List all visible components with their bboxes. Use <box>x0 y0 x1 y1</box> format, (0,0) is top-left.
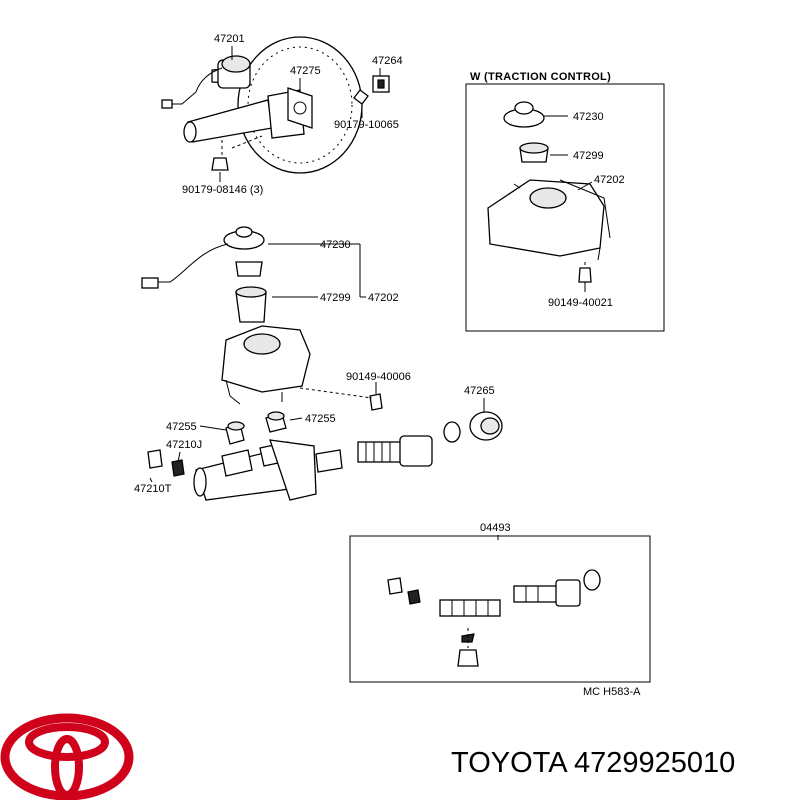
label-47265: 47265 <box>464 385 495 397</box>
label-47264: 47264 <box>372 55 403 67</box>
label-90179-10065: 90179-10065 <box>334 119 399 131</box>
kit-title: 04493 <box>480 522 511 534</box>
kit-bolt <box>387 577 403 595</box>
gasket-47275 <box>287 87 313 129</box>
kit-code: MC H583-A <box>583 686 641 698</box>
sensor-connector <box>141 277 159 289</box>
label-47299: 47299 <box>320 292 351 304</box>
kit-piston-1 <box>439 599 501 617</box>
primary-piston <box>357 435 433 467</box>
label-47202: 47202 <box>368 292 399 304</box>
label-47230: 47230 <box>320 239 351 251</box>
washer-47210J <box>171 459 185 477</box>
label-47210T: 47210T <box>134 483 172 495</box>
label-90149-40006: 90149-40006 <box>346 371 411 383</box>
toyota-logo <box>0 713 134 800</box>
inset-label-47230: 47230 <box>573 111 604 123</box>
kit-valve <box>457 649 479 667</box>
inset-label-90149-40021: 90149-40021 <box>548 297 613 309</box>
label-47255-left: 47255 <box>166 421 197 433</box>
kit-snap-ring <box>583 569 601 591</box>
kit-piston-2 <box>513 579 581 607</box>
snap-ring <box>443 421 461 443</box>
inset-reservoir-47202 <box>487 179 605 257</box>
kit-frame <box>349 535 651 683</box>
inset-label-47202: 47202 <box>594 174 625 186</box>
inset-title: W (TRACTION CONTROL) <box>470 71 611 83</box>
label-47201: 47201 <box>214 33 245 45</box>
traction-control-inset: W (TRACTION CONTROL) <box>465 71 665 332</box>
label-47255-right: 47255 <box>305 413 336 425</box>
label-47210J: 47210J <box>166 439 202 451</box>
bolt-47210T <box>147 449 163 469</box>
inset-label-47299: 47299 <box>573 150 604 162</box>
master-cylinder-exploded <box>147 411 503 501</box>
label-90179-08146: 90179-08146 (3) <box>182 184 263 196</box>
reservoir-exploded <box>141 226 383 411</box>
inset-frame <box>465 83 665 332</box>
repair-kit-box: 04493 MC H583-A <box>349 522 651 698</box>
brake-booster-assembly <box>161 36 390 174</box>
label-47275: 47275 <box>290 65 321 77</box>
part-number-caption: TOYOTA 4729925010 <box>451 747 735 779</box>
